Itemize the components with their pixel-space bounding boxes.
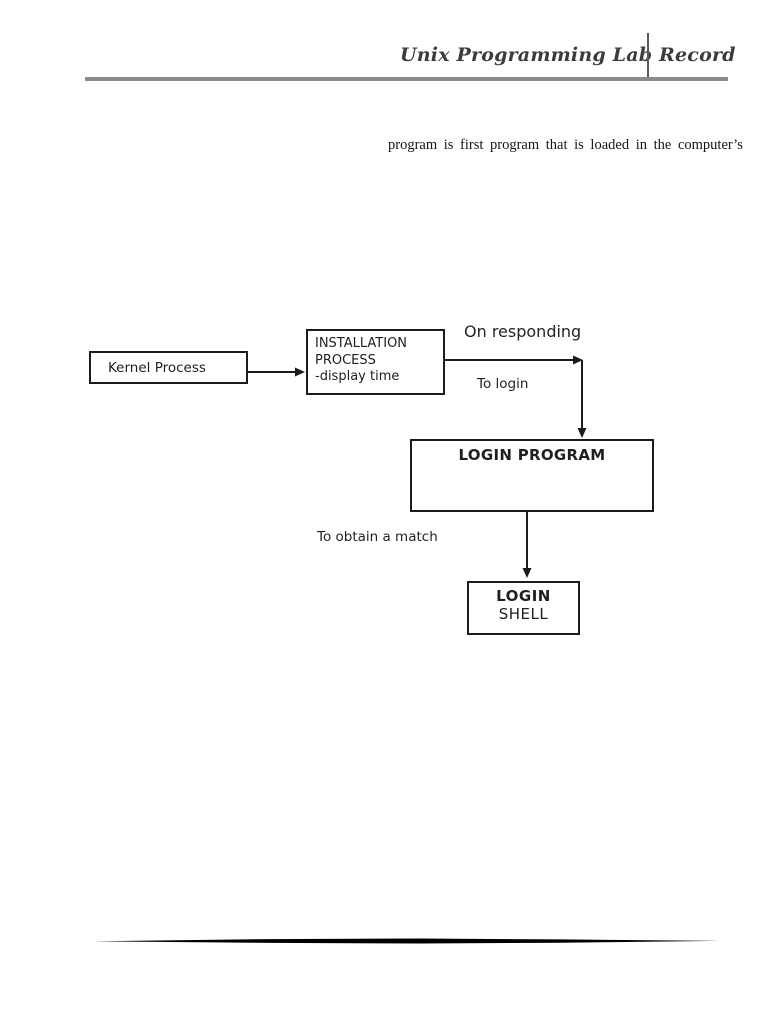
- login-shell-line-2: SHELL: [498, 604, 549, 623]
- flowchart-node-installation-process: INSTALLATION PROCESS -display time: [306, 329, 445, 395]
- edge-label-to-obtain-a-match: To obtain a match: [317, 529, 438, 545]
- running-header-title: Unix Programming Lab Record: [400, 44, 736, 66]
- header-divider-horizontal: [85, 77, 728, 81]
- edge-label-on-responding: On responding: [464, 322, 582, 341]
- footer-divider: [93, 938, 720, 944]
- installation-process-line-2: PROCESS: [315, 352, 376, 368]
- arrow-kernel-to-installation: [247, 367, 305, 377]
- kernel-process-label: Kernel Process: [108, 359, 206, 376]
- header-divider-vertical: [647, 33, 649, 78]
- login-shell-line-1: LOGIN: [496, 587, 551, 605]
- flowchart-node-login-program: LOGIN PROGRAM: [410, 439, 654, 512]
- installation-process-line-3: -display time: [315, 369, 400, 384]
- arrow-installation-to-login-program: [444, 355, 587, 438]
- flowchart-node-kernel-process: Kernel Process: [89, 351, 248, 384]
- arrow-login-program-to-login-shell: [522, 512, 532, 578]
- flowchart-node-login-shell: LOGIN SHELL: [467, 581, 580, 635]
- edge-label-to-login: To login: [477, 376, 529, 392]
- login-program-label: LOGIN PROGRAM: [458, 446, 606, 464]
- installation-process-line-1: INSTALLATION: [315, 336, 408, 351]
- paragraph-fragment: program is first program that is loaded …: [388, 137, 743, 153]
